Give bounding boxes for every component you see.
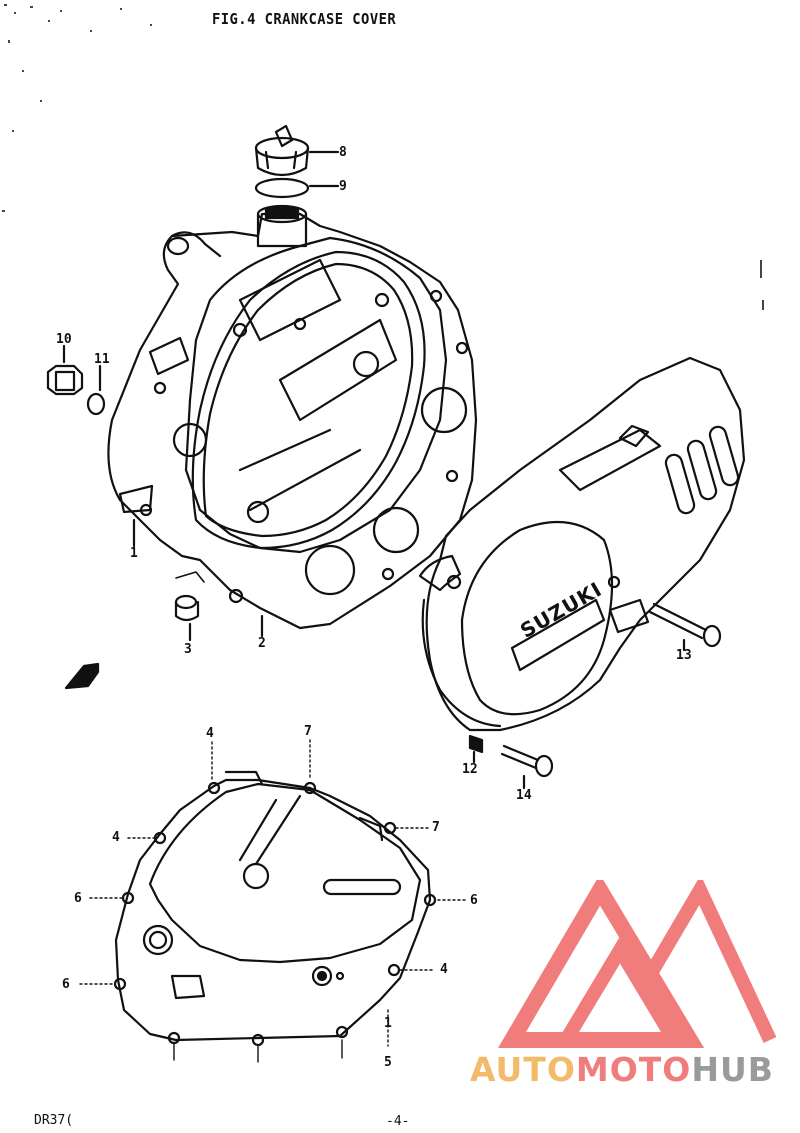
callout-8: 8 xyxy=(339,145,347,160)
drain-plug xyxy=(46,364,84,396)
oil-filler-cap xyxy=(254,124,310,177)
drain-plug-washer xyxy=(86,392,106,416)
callout-12: 12 xyxy=(462,762,478,777)
right-crankcase-cover xyxy=(107,204,478,630)
bolt xyxy=(500,744,554,790)
callout-4: 4 xyxy=(206,726,214,741)
clip xyxy=(468,734,484,754)
callout-7: 7 xyxy=(304,724,312,739)
callout-6: 6 xyxy=(470,893,478,908)
callout-6: 6 xyxy=(74,891,82,906)
model-code: DR37( xyxy=(34,1113,74,1128)
watermark-part1: AUTO xyxy=(470,1050,576,1089)
callout-9: 9 xyxy=(339,179,347,194)
callout-4: 4 xyxy=(112,830,120,845)
callout-3: 3 xyxy=(184,642,192,657)
callout-7: 7 xyxy=(432,820,440,835)
front-arrow xyxy=(64,662,100,690)
page-title: FIG.4 CRANKCASE COVER xyxy=(212,10,397,28)
dowel-pin xyxy=(174,594,200,642)
callout-11: 11 xyxy=(94,352,110,367)
callout-6: 6 xyxy=(62,977,70,992)
callout-4: 4 xyxy=(440,962,448,977)
watermark-part3: HUB xyxy=(691,1050,774,1089)
callout-10: 10 xyxy=(56,332,72,347)
callout-5: 5 xyxy=(384,1055,392,1070)
page-number: -4- xyxy=(386,1114,410,1129)
o-ring xyxy=(254,177,310,199)
callout-2: 2 xyxy=(258,636,266,651)
callout-1: 1 xyxy=(384,1016,392,1031)
watermark-wordmark: AUTOMOTOHUB xyxy=(470,1050,774,1089)
watermark-part2: MOTO xyxy=(575,1050,692,1089)
callout-1: 1 xyxy=(130,546,138,561)
callout-13: 13 xyxy=(676,648,692,663)
bolt xyxy=(648,602,722,652)
generator-cover xyxy=(418,356,746,732)
callout-14: 14 xyxy=(516,788,532,803)
watermark-triangle-icon xyxy=(498,874,777,1048)
clutch-cover xyxy=(113,770,437,1047)
scan-noise xyxy=(2,4,764,310)
watermark-logo: AUTOMOTOHUB xyxy=(470,874,790,1090)
